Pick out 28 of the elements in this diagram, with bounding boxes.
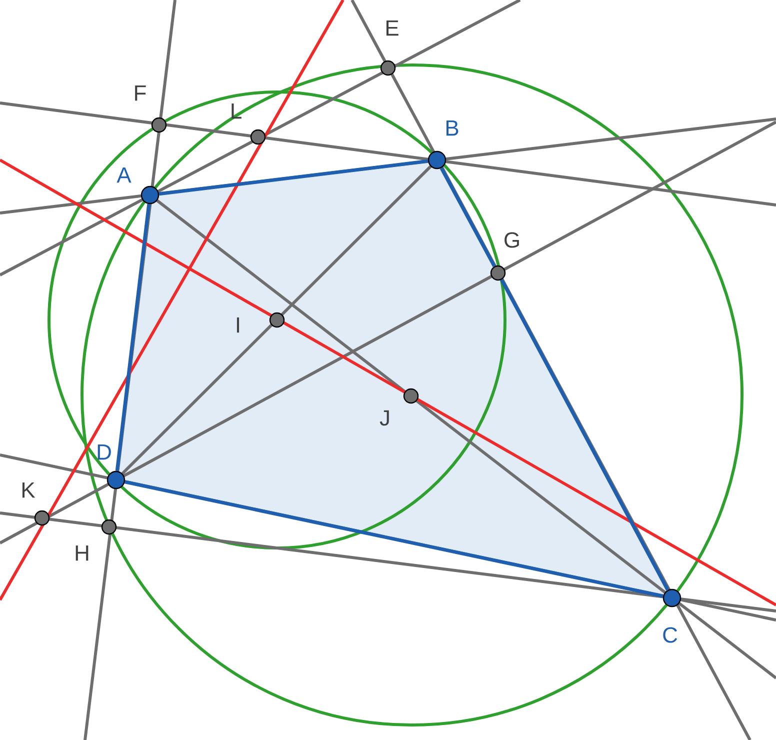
point-label: E	[386, 20, 398, 36]
point	[106, 470, 126, 490]
point	[428, 150, 446, 170]
point-label: I	[236, 317, 240, 333]
point	[140, 186, 160, 204]
point-label: A	[116, 167, 132, 183]
quadrilateral-side	[500, 278, 670, 591]
point	[151, 117, 167, 133]
point-label: J	[380, 410, 389, 426]
point-label: D	[98, 444, 111, 460]
point	[403, 388, 419, 404]
quadrilateral-side	[115, 204, 151, 472]
point	[101, 519, 117, 535]
point	[662, 588, 682, 608]
point	[34, 510, 50, 526]
point-label: F	[135, 85, 146, 101]
point-label: G	[504, 232, 519, 248]
point	[380, 60, 396, 76]
quadrilateral-side	[440, 167, 496, 268]
point-label: C	[663, 627, 678, 643]
point	[269, 312, 285, 328]
point	[490, 265, 506, 281]
quadrilateral-side	[124, 480, 664, 598]
point-label: K	[22, 482, 36, 498]
point-label: H	[76, 545, 88, 561]
quadrilateral-side	[158, 159, 428, 196]
point	[250, 129, 266, 145]
point-label: B	[446, 120, 458, 136]
